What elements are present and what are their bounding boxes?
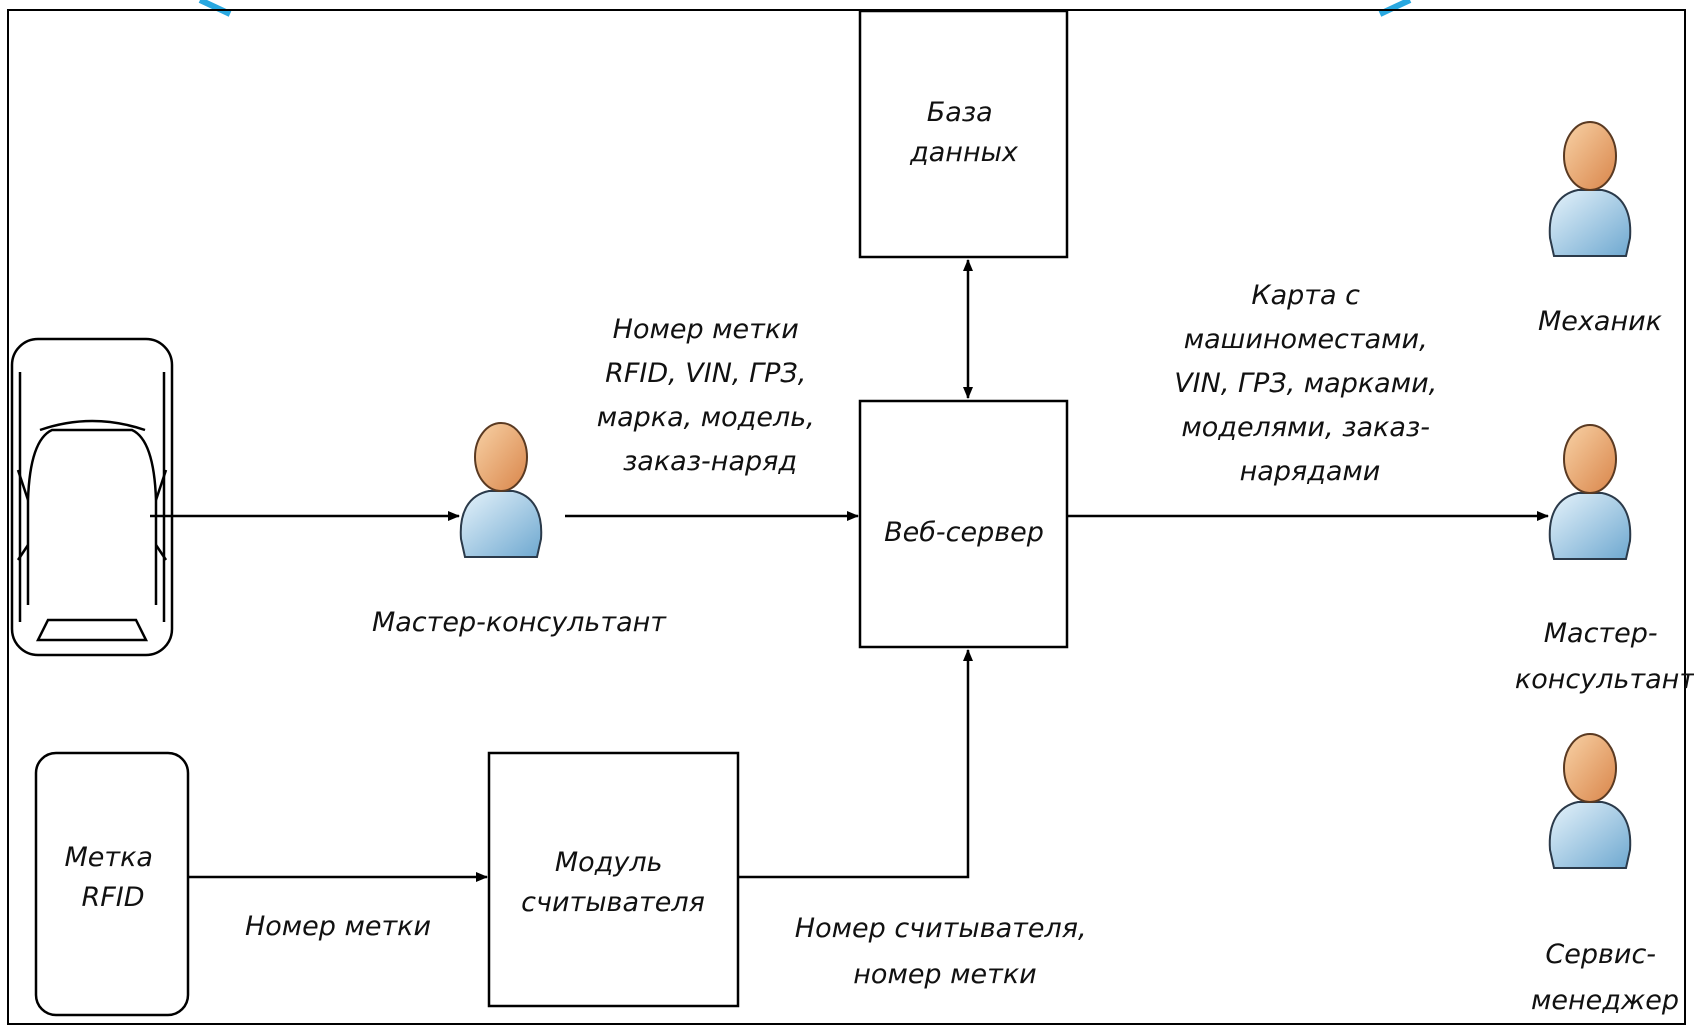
- top-accent-marks: [198, 0, 1412, 17]
- rfid-tag-label: Метка RFID: [64, 842, 161, 913]
- outer-frame: [7, 9, 1686, 1025]
- rfid-tag-box: [34, 751, 190, 1017]
- car-icon: [10, 337, 174, 657]
- consultant-left-label: Мастер-консультант: [372, 607, 667, 638]
- consultant-left-person-icon: [459, 422, 543, 558]
- arrow-reader-to-server: [738, 649, 973, 879]
- database-box: [858, 9, 1069, 259]
- web-server-label: Веб-сервер: [884, 517, 1044, 548]
- reader-module-label: Модуль считывателя: [521, 847, 705, 918]
- consultant-right-label: Мастер- консультант: [1515, 618, 1694, 695]
- web-server-box: [858, 399, 1069, 649]
- edge-label-server-to-users: Карта с машиноместами, VIN, ГРЗ, марками…: [1174, 280, 1446, 487]
- mechanic-person-icon: [1548, 121, 1632, 257]
- edge-label-reader-to-server: Номер считывателя, номер метки: [795, 913, 1095, 990]
- reader-module-box: [487, 751, 740, 1008]
- edge-label-tag-to-reader: Номер метки: [245, 911, 431, 942]
- mechanic-label: Механик: [1538, 306, 1663, 337]
- database-label: База данных: [909, 97, 1019, 168]
- service-manager-label: Сервис- менеджер: [1531, 939, 1679, 1016]
- service-manager-person-icon: [1548, 733, 1632, 869]
- consultant-right-person-icon: [1548, 424, 1632, 560]
- edge-label-consultant-to-server: Номер метки RFID, VIN, ГРЗ, марка, модел…: [597, 314, 824, 477]
